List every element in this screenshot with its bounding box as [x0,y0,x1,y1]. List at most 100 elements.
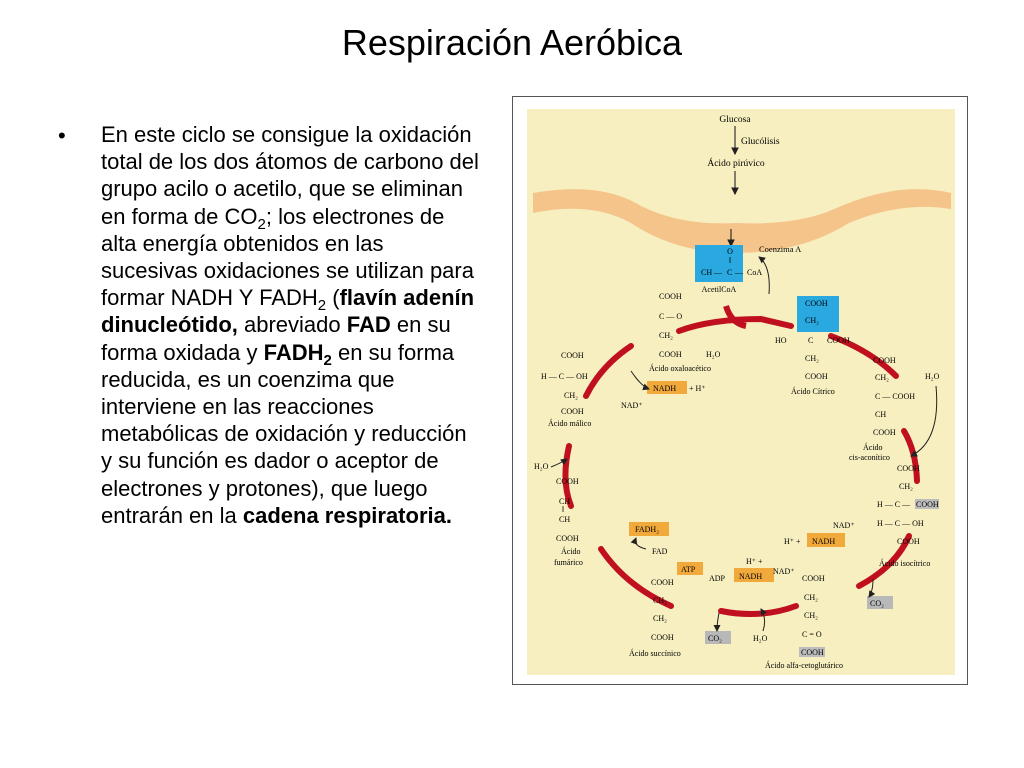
nadh-box-isocitric [807,533,845,547]
cycle-arc-1 [676,315,794,334]
nadh-isocitric: NADH [812,537,835,546]
co2-box-isocitric [867,596,893,609]
text-segment: en su forma reducida, es un coenzima que… [101,339,467,528]
fad: FAD [652,547,668,556]
label-coenzima-a: Coenzima A [759,244,802,254]
cetoglutarico-line: COOH [802,574,825,583]
nadh-ketoglutaric: NADH [739,572,762,581]
label-acetilcoa: AcetilCoA [702,285,737,294]
isocitrico-line: H — C — [877,500,911,509]
arrow-h2o-left [550,458,568,468]
subscript: 2 [257,215,266,233]
citrico-line: CH₂ [805,354,819,363]
label-acido-citrico: Ácido Cítrico [791,386,835,396]
malico-line: COOH [561,351,584,360]
succinico-line: CH₂ [653,596,667,605]
text-segment: en su forma oxidada y [101,312,451,365]
co2-succinic: CO₂ [708,634,722,643]
malico-line: H — C — OH [541,372,588,381]
cisaconitico-line: COOH [873,356,896,365]
h2o-cisaconitico: H₂O [925,372,940,381]
krebs-cycle-diagram: Glucosa Glucólisis Ácido pirúvico O ‖ CH… [527,109,955,675]
h-isocitric: H⁺ + [784,537,801,546]
cisaconitico-line: CH₂ [875,373,889,382]
subscript: 2 [323,351,332,369]
co2-isocitric: CO₂ [870,599,884,608]
cycle-arc-7 [562,443,574,509]
h2o-succinic: H₂O [753,634,768,643]
cycle-arc-4 [856,533,912,589]
cycle-arc-8 [583,343,634,399]
cetoglutarico-line: CH₂ [804,593,818,602]
acetyl-bond: ‖ [729,256,731,265]
label-acido-cis: Ácido [863,442,883,452]
acetyl-c: C [727,268,732,277]
text-segment: ( [326,285,340,311]
label-acido-succinico: Ácido succínico [629,648,681,658]
nad-ketoglutaric: NAD⁺ [773,567,795,576]
bullet-paragraph: En este ciclo se consigue la oxidación t… [101,121,481,529]
fumarico-line: COOH [556,477,579,486]
bold-term: flavín adenín dinucleótido, [101,285,475,338]
subscript: 2 [317,297,327,315]
h-ketoglutaric: H⁺ + [746,557,763,566]
bold-term: FADH2 [264,340,332,368]
acetyl-entry-arc [723,305,747,329]
cetoglutarico-line: C = O [802,630,822,639]
text-segment: abreviado [237,312,347,338]
malico-line: COOH [561,407,584,416]
cycle-arc-2 [828,333,899,379]
fumarico-line: CH [559,497,570,506]
fadh2: FADH₂ [635,525,659,534]
citrico-line: C [808,336,813,345]
bold-term: FAD [346,312,391,338]
arrow-h2o-succinic [760,608,768,632]
fumarico-line: CH [559,515,570,524]
cetoglutarico-line: COOH [801,648,824,657]
fadh2-box [629,522,669,536]
text-segment: ; los electrones de alta energía obtenid… [101,203,474,311]
label-acido-isocitrico: Ácido isocítrico [879,558,930,568]
label-acido-piruvico: Ácido pirúvico [707,157,765,169]
isocitric-cooh-highlight [915,499,939,509]
citrico-line: COOH [805,372,828,381]
cycle-arc-5 [718,603,799,617]
nadh-box-ketoglutaric [734,568,774,582]
krebs-cycle-figure: Glucosa Glucólisis Ácido pirúvico O ‖ CH… [512,96,968,685]
cycle-arc-6 [598,546,674,609]
acetyl-coa-box [695,245,743,282]
arrow-fad [630,537,647,550]
nadh-1-plus: + H⁺ [689,384,706,393]
cetoglutarico-line: CH₂ [804,611,818,620]
acetyl-dash: — [713,268,723,277]
label-acido-cetoglutarico: Ácido alfa-cetoglutárico [765,660,843,670]
fumarico-line: ‖ [562,505,564,514]
text-segment: En este ciclo se consigue la oxidación t… [101,122,479,229]
fumarico-line: COOH [556,534,579,543]
arrow-coenzyme-a [758,256,770,295]
isocitrico-line: COOH [897,464,920,473]
cisaconitico-line: C — COOH [875,392,915,401]
h2o-left: H₂O [534,462,549,471]
acetyl-ch3: CH [701,268,712,277]
isocitrico-line: CH₂ [899,482,913,491]
oxaloacetico-line: CH₂ [659,331,673,340]
label-fumarico: fumárico [554,558,583,567]
oxaloacetico-line: COOH [659,350,682,359]
isocitrico-line: COOH [897,537,920,546]
bullet-marker: • [58,123,66,148]
succinico-line: COOH [651,633,674,642]
atp-box [677,562,703,575]
label-acido-oxaloacetico: Ácido oxaloacético [649,363,711,373]
arrow-co2-succinic [713,612,721,632]
cisaconitico-line: COOH [873,428,896,437]
h2o-oxaloacetico: H₂O [706,350,721,359]
citrico-line: CH₂ [805,316,819,325]
nad-isocitric: NAD⁺ [833,521,855,530]
isocitrico-line: COOH [916,500,939,509]
slide-title: Respiración Aeróbica [341,22,683,63]
citrico-line: HO [775,336,787,345]
adp: ADP [709,574,726,583]
nad-1: NAD⁺ [621,401,643,410]
label-cis-aconitico: cis-aconítico [849,453,890,462]
